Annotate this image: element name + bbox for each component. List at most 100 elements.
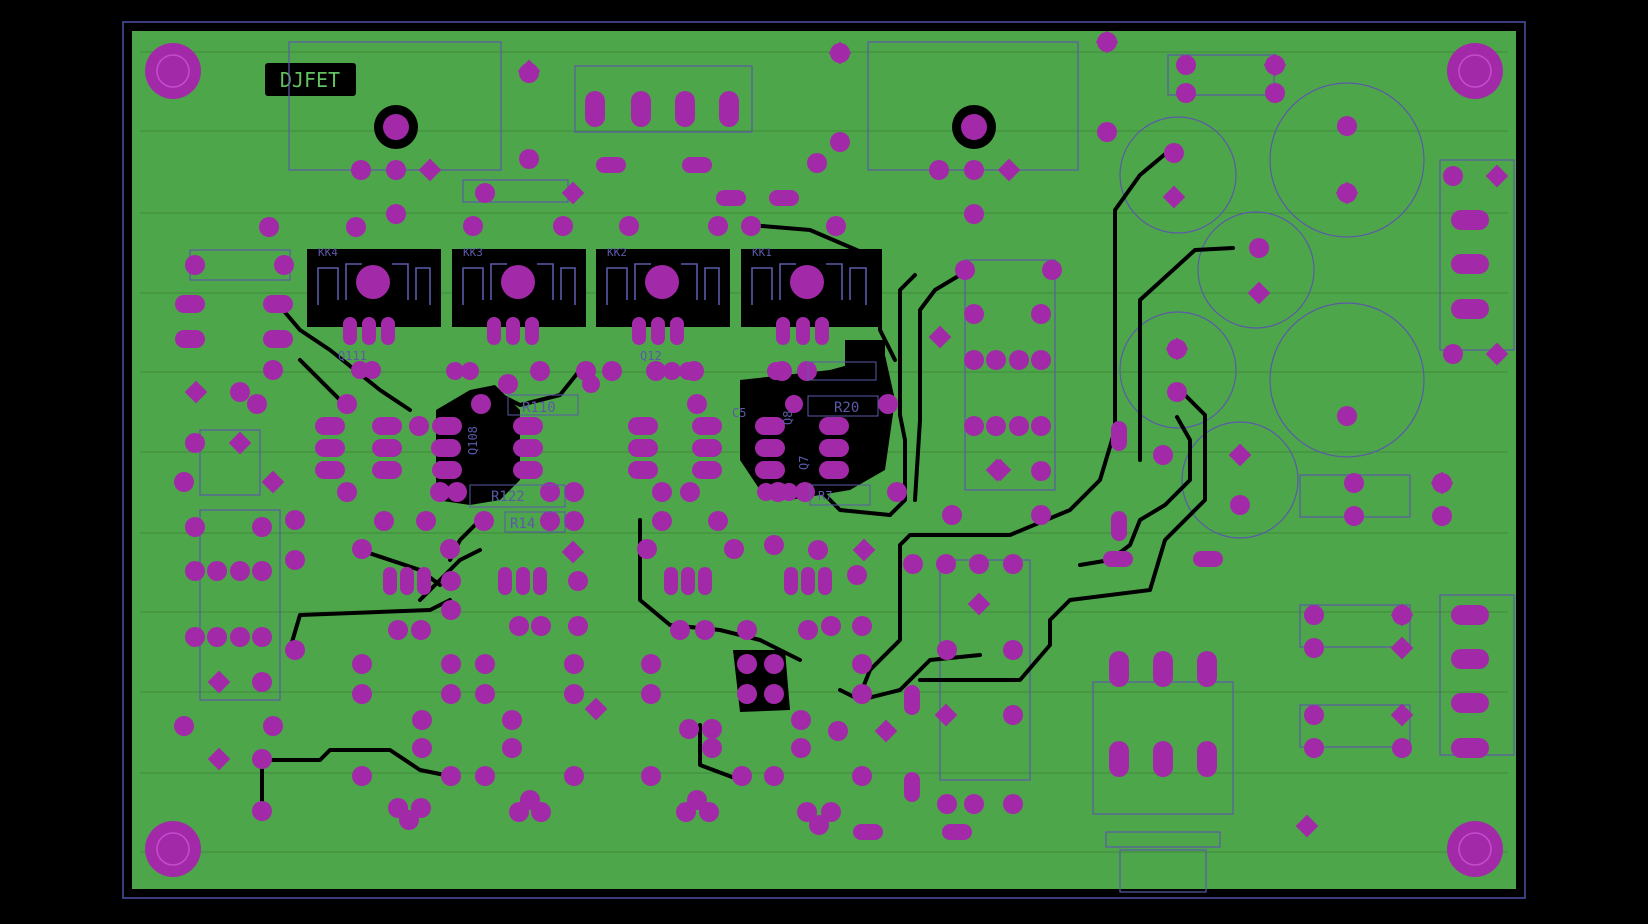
pad <box>687 790 707 810</box>
pad <box>1153 445 1173 465</box>
square-pad <box>1295 814 1319 838</box>
square-pad <box>1247 281 1271 305</box>
pad <box>641 766 661 786</box>
pad <box>474 511 494 531</box>
pad <box>1097 122 1117 142</box>
pad <box>531 616 551 636</box>
pad <box>252 801 272 821</box>
pad <box>852 766 872 786</box>
oval-pad <box>1451 254 1489 274</box>
pad <box>568 616 588 636</box>
pad <box>702 738 722 758</box>
pad <box>852 654 872 674</box>
pad <box>737 620 757 640</box>
pad <box>1009 350 1029 370</box>
pad <box>252 749 272 769</box>
svg-text:KK3: KK3 <box>463 246 483 259</box>
mount-hole-bl <box>145 821 201 877</box>
pad <box>582 375 600 393</box>
oval-pad <box>343 317 357 345</box>
pad <box>285 510 305 530</box>
pad <box>352 766 372 786</box>
pad <box>411 620 431 640</box>
pad <box>780 483 798 501</box>
oval-pad <box>632 317 646 345</box>
pad <box>602 361 622 381</box>
oval-pad <box>796 317 810 345</box>
pad <box>797 802 817 822</box>
oval-pad <box>755 417 785 435</box>
pad <box>937 794 957 814</box>
pad <box>412 738 432 758</box>
oval-pad <box>381 317 395 345</box>
oval-pad <box>755 461 785 479</box>
pad <box>767 362 785 380</box>
oval-pad <box>513 461 543 479</box>
svg-text:KK2: KK2 <box>607 246 627 259</box>
pad <box>798 620 818 640</box>
pad <box>519 149 539 169</box>
oval-pad <box>175 330 205 348</box>
pad <box>185 517 205 537</box>
oval-pad <box>1451 738 1489 758</box>
oval-pad <box>692 417 722 435</box>
board-label-block: DJFET <box>265 63 356 96</box>
pad <box>964 794 984 814</box>
oval-pad <box>670 317 684 345</box>
oval-pad <box>784 567 798 595</box>
oval-pad <box>755 439 785 457</box>
pad <box>1176 55 1196 75</box>
oval-pad <box>1103 551 1133 567</box>
oval-pad <box>1109 651 1129 687</box>
square-pad <box>1390 703 1414 727</box>
pad <box>847 565 867 585</box>
oval-pad <box>719 91 739 127</box>
pad <box>878 394 898 414</box>
pad <box>409 416 429 436</box>
svg-text:Q12: Q12 <box>640 349 662 363</box>
oval-pad <box>1451 299 1489 319</box>
pad <box>641 684 661 704</box>
oval-pad <box>904 772 920 802</box>
pad <box>274 255 294 275</box>
pad <box>986 350 1006 370</box>
pad <box>502 710 522 730</box>
oval-pad <box>819 461 849 479</box>
oval-pad <box>818 567 832 595</box>
pad <box>185 433 205 453</box>
oval-pad <box>716 190 746 206</box>
oval-pad <box>383 567 397 595</box>
oval-pad <box>372 461 402 479</box>
pad <box>498 374 518 394</box>
square-pad <box>1165 337 1189 361</box>
oval-pad <box>628 439 658 457</box>
pad <box>1230 495 1250 515</box>
pad <box>757 483 775 501</box>
svg-text:Q8: Q8 <box>781 411 795 425</box>
pad <box>540 482 560 502</box>
pad <box>1304 638 1324 658</box>
square-pad <box>1390 636 1414 660</box>
oval-pad <box>315 461 345 479</box>
svg-text:Q108: Q108 <box>466 426 480 455</box>
pad <box>680 482 700 502</box>
oval-pad <box>628 417 658 435</box>
oval-pad <box>372 417 402 435</box>
pad <box>986 416 1006 436</box>
pad <box>791 738 811 758</box>
pad <box>463 216 483 236</box>
pad <box>663 362 681 380</box>
pad <box>540 511 560 531</box>
svg-text:KK1: KK1 <box>752 246 772 259</box>
pad <box>564 654 584 674</box>
pad <box>807 153 827 173</box>
pad <box>1176 83 1196 103</box>
board-outline <box>122 21 1526 899</box>
oval-pad <box>1197 651 1217 687</box>
mount-hole-br <box>1447 821 1503 877</box>
pad <box>431 483 449 501</box>
heatsink-kk1: KK1 <box>741 246 882 327</box>
pad <box>764 766 784 786</box>
